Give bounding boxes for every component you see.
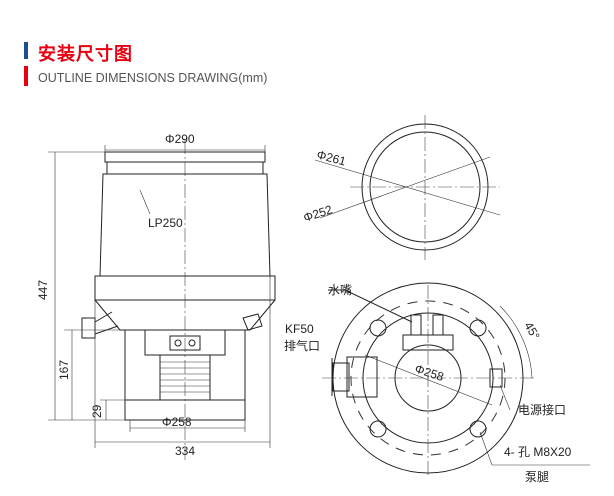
page-subtitle: OUTLINE DIMENSIONS DRAWING(mm) <box>38 71 268 85</box>
base-width-label: 334 <box>175 444 195 458</box>
power-port-label: 电源接口 <box>518 402 566 417</box>
header-accent-red <box>24 66 28 86</box>
height-total-label: 447 <box>36 280 50 300</box>
height-lower-label: 167 <box>57 360 71 380</box>
bottom-diameter-label: Φ258 <box>162 415 192 429</box>
kf50-label: KF50 <box>285 322 314 336</box>
top-diameter-label: Φ290 <box>165 132 195 146</box>
exhaust-label: 排气口 <box>284 338 320 353</box>
top-view: Φ261 Φ252 <box>302 115 501 260</box>
pump-legs-label: 泵腿 <box>525 470 549 484</box>
model-label: LP250 <box>148 216 183 230</box>
mounting-holes-label: 4- 孔 M8X20 <box>504 445 572 459</box>
flange-diameter-label: Φ258 <box>413 362 446 385</box>
angle-label: 45° <box>521 320 542 343</box>
page-title: 安装尺寸图 <box>38 44 133 65</box>
header-accent-blue <box>24 42 28 59</box>
outer-diameter-label: Φ261 <box>315 147 348 168</box>
height-base-label: 29 <box>90 404 104 418</box>
side-view: Φ290 LP250 447 167 29 Φ258 334 <box>36 132 276 460</box>
water-nozzle-label: 水嘴 <box>328 283 352 297</box>
bottom-view: 水嘴 KF50 排气口 Φ258 45° 电源接口 4- 孔 M8X20 泵腿 <box>284 282 590 484</box>
inner-diameter-label: Φ252 <box>302 202 335 225</box>
